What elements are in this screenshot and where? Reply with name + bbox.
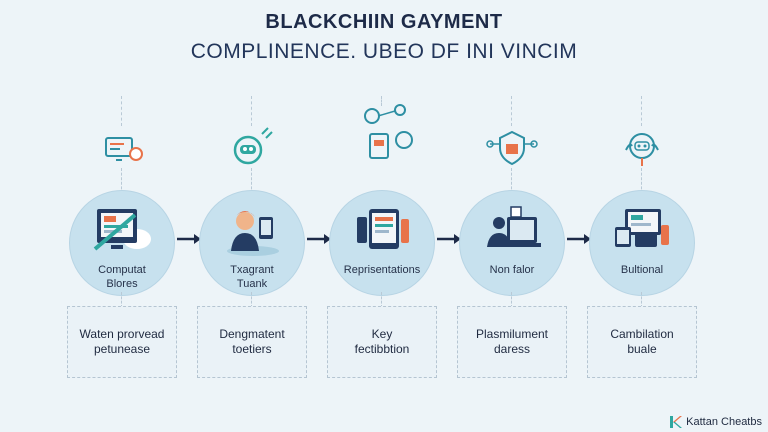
robot-face-icon bbox=[222, 124, 282, 172]
stage-2: Txagrant Tuank Dengmatent toetiers bbox=[197, 0, 307, 432]
connector-line bbox=[641, 96, 642, 126]
stage-box: Cambilation buale bbox=[587, 306, 697, 378]
stage-1: Computat Blores Waten prorvead petunease bbox=[67, 0, 177, 432]
connector-line bbox=[511, 292, 512, 308]
stage-box: Waten prorvead petunease bbox=[67, 306, 177, 378]
stage-label: Reprisentations bbox=[343, 264, 421, 276]
arrow-right-icon bbox=[436, 232, 462, 246]
stage-label: Computat Blores bbox=[98, 264, 146, 290]
connector-line bbox=[641, 168, 642, 194]
stage-circle: Txagrant Tuank bbox=[199, 190, 305, 296]
arrow-right-icon bbox=[176, 232, 202, 246]
network-devices-icon bbox=[342, 100, 422, 170]
secure-network-icon bbox=[482, 124, 542, 172]
stage-4: Non falor Plasmilument daress bbox=[457, 0, 567, 432]
connector-line bbox=[251, 96, 252, 126]
arrow-right-icon bbox=[566, 232, 592, 246]
devices-icon bbox=[615, 209, 669, 247]
stage-label: Non falor bbox=[489, 264, 535, 276]
stage-5: Bultional Cambilation buale bbox=[587, 0, 697, 432]
person-tablet-icon bbox=[227, 211, 279, 256]
stage-3: Reprisentations Key fectibbtion bbox=[327, 0, 437, 432]
stage-circle: Reprisentations bbox=[329, 190, 435, 296]
diagram-title: BLACKCHIIN GAYMENT bbox=[265, 11, 503, 33]
stage-box: Dengmatent toetiers bbox=[197, 306, 307, 378]
connector-line bbox=[381, 96, 382, 106]
brand-name: Kattan Cheatbs bbox=[686, 416, 762, 428]
stage-circle: Computat Blores bbox=[69, 190, 175, 296]
connector-line bbox=[121, 292, 122, 308]
connector-line bbox=[251, 168, 252, 194]
diagram-subtitle: COMPLINENCE. UBEO DF INI VINCIM bbox=[190, 40, 578, 63]
desktop-chart-icon bbox=[93, 209, 151, 251]
connector-line bbox=[381, 292, 382, 308]
brand-k-icon bbox=[670, 416, 683, 428]
arrow-right-icon bbox=[306, 232, 332, 246]
stage-box: Key fectibbtion bbox=[327, 306, 437, 378]
connector-line bbox=[511, 168, 512, 194]
connector-line bbox=[511, 96, 512, 126]
stage-circle: Non falor bbox=[459, 190, 565, 296]
stage-box: Plasmilument daress bbox=[457, 306, 567, 378]
connector-line bbox=[121, 168, 122, 194]
robot-head-icon bbox=[612, 124, 672, 172]
connector-line bbox=[641, 292, 642, 308]
connector-line bbox=[251, 292, 252, 308]
tablet-device-icon bbox=[357, 209, 409, 249]
monitor-chart-icon bbox=[92, 124, 152, 172]
brand-logo: Kattan Cheatbs bbox=[669, 415, 762, 429]
stage-label: Txagrant Tuank bbox=[230, 264, 274, 290]
connector-line bbox=[121, 96, 122, 126]
stage-circle: Bultional bbox=[589, 190, 695, 296]
person-laptop-icon bbox=[487, 206, 541, 247]
stage-label: Bultional bbox=[620, 264, 664, 276]
